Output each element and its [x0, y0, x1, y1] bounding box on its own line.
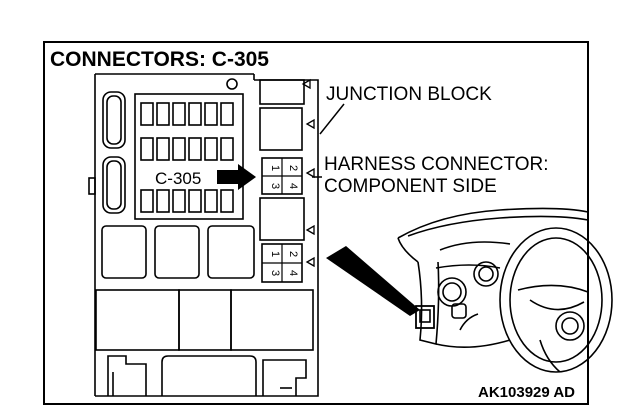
junction-block-leader: [319, 103, 345, 135]
arrow-icon: [217, 164, 256, 190]
pin-label: 4: [287, 270, 299, 276]
harness-connector-label: HARNESS CONNECTOR:: [324, 154, 549, 175]
pin-label: 3: [269, 183, 281, 189]
pin-label: 4: [287, 183, 299, 189]
pointer-wedge: [326, 246, 420, 316]
pin-label: 2: [287, 251, 299, 257]
dashboard-illustration: [397, 207, 613, 373]
pin-label: 1: [269, 165, 281, 171]
diagram-title: CONNECTORS: C-305: [50, 48, 269, 71]
junction-block-label: JUNCTION BLOCK: [326, 84, 492, 105]
fuse-row-bottom: [140, 189, 234, 213]
figure-code: AK103929 AD: [478, 384, 575, 401]
connector-label-backing: [150, 166, 218, 188]
pin-label: 2: [287, 165, 299, 171]
junction-block-drawing: [88, 73, 319, 397]
fuse-row-top: [140, 102, 234, 126]
pin-label: 1: [269, 251, 281, 257]
figure-frame: [43, 41, 589, 405]
connector-c305-upper: 2 1 4 3: [261, 157, 303, 195]
pin-label: 3: [269, 270, 281, 276]
connector-label: C-305: [155, 169, 201, 188]
harness-connector-sublabel: COMPONENT SIDE: [324, 176, 497, 197]
fuse-row-middle: [140, 137, 234, 161]
connector-lower: 2 1 4 3: [261, 243, 303, 283]
position-markers: [301, 78, 315, 268]
